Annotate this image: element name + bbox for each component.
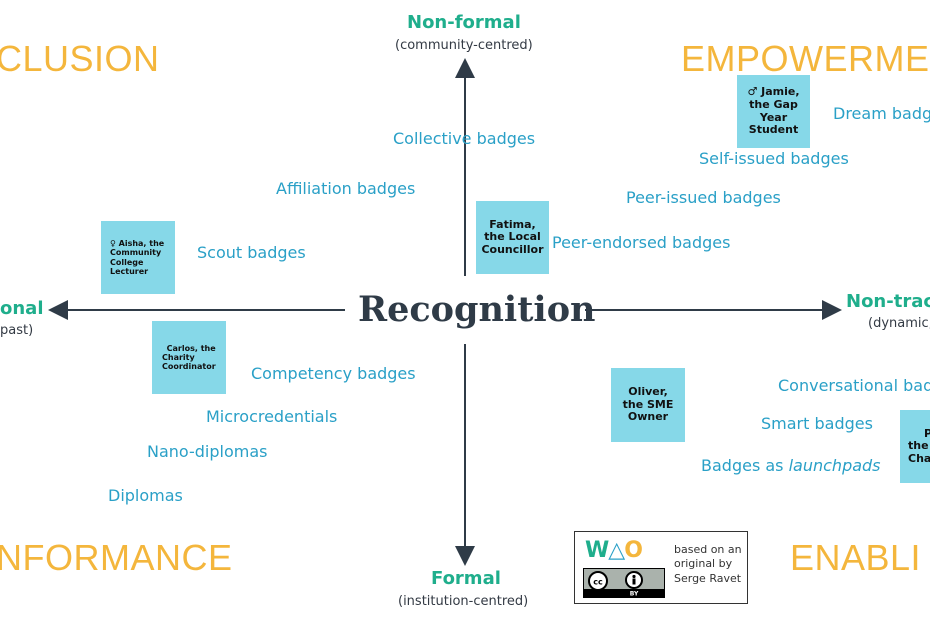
persona-jamie: ♂ Jamie, the Gap Year Student	[737, 75, 810, 148]
persona-partial-line: the	[908, 439, 929, 453]
persona-aisha-line: ♀ Aisha, the	[110, 239, 165, 249]
badge-smart: Smart badges	[761, 414, 873, 433]
persona-aisha: ♀ Aisha, the Community College Lecturer	[101, 221, 175, 294]
quadrant-top-right: EMPOWERME	[681, 38, 930, 79]
svg-text:BY: BY	[630, 591, 639, 598]
center-title: Recognition	[358, 289, 596, 330]
persona-jamie-line: the Gap	[749, 97, 798, 111]
wao-logo-w: W	[585, 538, 609, 563]
persona-carlos-line: Carlos, the	[166, 343, 216, 353]
badge-dream: Dream badg	[833, 104, 930, 123]
persona-aisha-line: Community	[110, 248, 162, 258]
axis-bottom-title: Formal	[431, 568, 501, 589]
persona-carlos-line: Charity	[162, 352, 195, 362]
badge-peer-issued: Peer-issued badges	[626, 188, 781, 207]
persona-oliver-line: Owner	[627, 410, 669, 424]
svg-text:cc: cc	[593, 578, 603, 587]
axis-top-subtitle: (community-centred)	[395, 38, 533, 53]
persona-jamie-line: ♂ Jamie,	[747, 85, 800, 99]
persona-jamie-line: Year	[759, 110, 788, 124]
axis-bottom-subtitle: (institution-centred)	[398, 594, 529, 609]
persona-aisha-line: Lecturer	[110, 266, 149, 276]
persona-carlos-line: Coordinator	[162, 362, 216, 372]
wao-logo: W△O	[585, 538, 643, 563]
badge-competency: Competency badges	[251, 364, 416, 383]
quadrant-bottom-left: NFORMANCE	[0, 537, 233, 578]
persona-oliver-line: Oliver,	[628, 385, 668, 399]
badge-diplomas: Diplomas	[108, 486, 183, 505]
persona-fatima-line: Fatima,	[489, 217, 536, 231]
axis-right-title: Non-trac	[846, 291, 930, 312]
badge-launchpads: Badges as launchpads	[701, 456, 881, 475]
credit-box: W△O cc BY based on an original by Serge …	[574, 531, 748, 604]
persona-partial-line: P	[924, 426, 930, 440]
persona-oliver: Oliver, the SME Owner	[611, 368, 685, 442]
credit-text: based on an original by Serge Ravet	[674, 543, 742, 585]
quadrant-bottom-right: ENABLI	[790, 537, 922, 578]
persona-carlos: Carlos, the Charity Coordinator	[152, 321, 226, 394]
axis-left-subtitle: past)	[0, 323, 34, 338]
axis-top-title: Non-formal	[407, 12, 521, 33]
persona-jamie-line: Student	[748, 123, 799, 137]
cc-by-license-graphic: cc BY	[584, 569, 664, 598]
axis-left-title: onal	[0, 298, 44, 319]
wao-logo-a: △	[608, 538, 625, 563]
wao-logo-o: O	[624, 538, 643, 563]
persona-oliver-line: the SME	[622, 397, 674, 411]
persona-partial-line: Cha	[908, 451, 930, 465]
badge-collective: Collective badges	[393, 129, 536, 148]
badge-microcredentials: Microcredentials	[206, 407, 338, 426]
badge-launchpads-italic: launchpads	[788, 456, 881, 475]
persona-fatima: Fatima, the Local Councillor	[476, 201, 549, 274]
cc-by-license-icon: cc BY	[583, 568, 665, 598]
persona-fatima-line: the Local	[484, 230, 541, 244]
badge-peer-endorsed: Peer-endorsed badges	[552, 233, 731, 252]
badge-self-issued: Self-issued badges	[699, 149, 849, 168]
badge-scout: Scout badges	[197, 243, 306, 262]
badge-launchpads-prefix: Badges as	[701, 456, 789, 475]
persona-aisha-line: College	[110, 257, 144, 267]
badge-nano-diplomas: Nano-diplomas	[147, 442, 268, 461]
persona-fatima-line: Councillor	[481, 242, 544, 256]
badge-affiliation: Affiliation badges	[276, 179, 416, 198]
persona-partial: P the Cha	[900, 410, 930, 483]
axis-right-subtitle: (dynamic,	[868, 316, 930, 331]
quadrant-top-left: CLUSION	[0, 38, 160, 79]
badge-conversational: Conversational bad	[778, 376, 930, 395]
